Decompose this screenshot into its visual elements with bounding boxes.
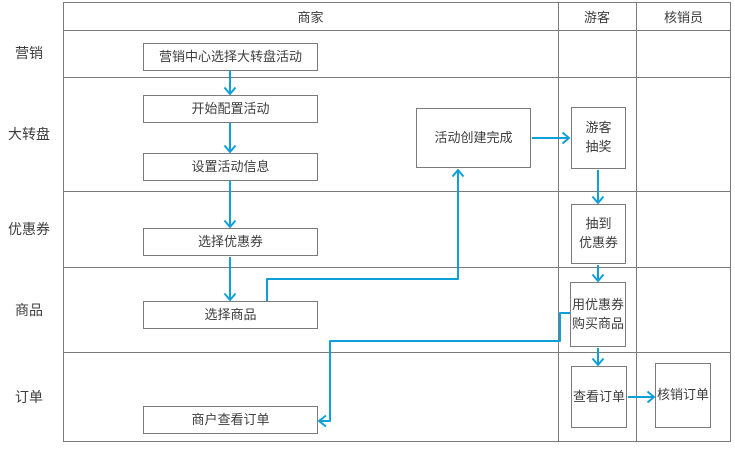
node-select-product: 选择商品	[143, 301, 318, 329]
column-header-merchant: 商家	[297, 9, 324, 25]
node-win-coupon: 抽到 优惠券	[571, 204, 626, 264]
column-header-visitor: 游客	[583, 9, 610, 25]
node-merchant-view-order: 商户查看订单	[143, 406, 318, 434]
node-verify-order: 核销订单	[655, 363, 711, 428]
node-start-configure-activity: 开始配置活动	[143, 95, 318, 123]
node-activity-created: 活动创建完成	[416, 108, 531, 168]
node-visitor-draw: 游客 抽奖	[571, 107, 626, 169]
column-header-verifier: 核销员	[663, 9, 703, 25]
node-select-coupon: 选择优惠券	[143, 228, 318, 256]
row-label-marketing: 营销	[15, 45, 43, 61]
node-buy-with-coupon: 用优惠券 购买商品	[570, 282, 626, 347]
node-marketing-center-select-wheel-activity: 营销中心选择大转盘活动	[143, 43, 318, 71]
row-label-product: 商品	[15, 302, 43, 318]
row-label-coupon: 优惠券	[8, 221, 50, 237]
node-view-order: 查看订单	[571, 366, 627, 428]
node-set-activity-info: 设置活动信息	[143, 153, 318, 181]
row-label-order: 订单	[15, 389, 43, 405]
row-label-wheel: 大转盘	[8, 126, 50, 142]
